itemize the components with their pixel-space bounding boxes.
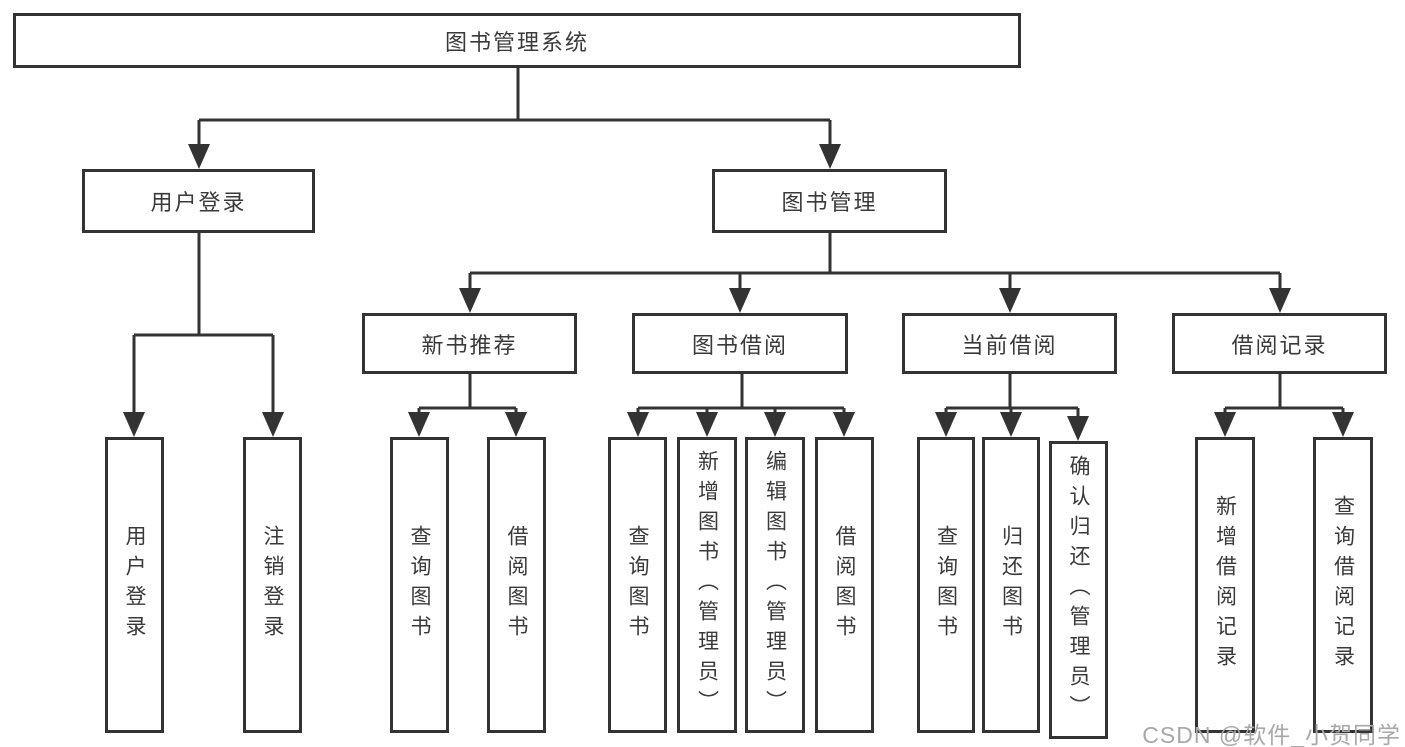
arrowhead [1000, 412, 1022, 437]
arrowhead [1332, 412, 1354, 437]
node-leaf-query-borrow-record: 查询借阅记录 [1313, 437, 1373, 733]
arrowhead [935, 412, 957, 437]
node-leaf-borrow-books: 借阅图书 [815, 437, 874, 733]
node-library-management-system: 图书管理系统 [13, 13, 1021, 68]
node-current-borrowing: 当前借阅 [902, 313, 1117, 374]
node-book-borrowing: 图书借阅 [632, 313, 848, 374]
arrowhead [459, 288, 481, 313]
arrowhead [627, 412, 649, 437]
arrowhead [999, 288, 1021, 313]
node-leaf-query-books-borrow: 查询图书 [608, 437, 667, 733]
arrowhead [1269, 288, 1291, 313]
arrowhead [764, 412, 786, 437]
tree-edges [132, 68, 1345, 419]
node-leaf-return-books: 归还图书 [982, 437, 1040, 733]
arrowhead [505, 412, 527, 437]
arrowhead [833, 412, 855, 437]
arrowhead [1214, 412, 1236, 437]
arrowhead [819, 144, 841, 169]
node-book-management: 图书管理 [712, 169, 947, 233]
arrowhead [123, 412, 145, 437]
arrowhead [1067, 416, 1089, 441]
node-borrowing-records: 借阅记录 [1172, 313, 1387, 374]
node-leaf-query-books-current: 查询图书 [917, 437, 975, 733]
node-leaf-logout: 注销登录 [243, 437, 302, 733]
arrowhead [408, 412, 430, 437]
node-leaf-borrow-books-rec: 借阅图书 [487, 437, 546, 733]
arrowhead [729, 288, 751, 313]
node-new-book-recommendation: 新书推荐 [362, 313, 577, 374]
node-leaf-user-login: 用户登录 [105, 437, 164, 733]
arrowhead [696, 412, 718, 437]
node-leaf-edit-books-admin: 编辑图书（管理员） [745, 437, 805, 733]
node-leaf-add-borrow-record: 新增借阅记录 [1195, 437, 1255, 733]
arrowhead [188, 144, 210, 169]
node-user-login: 用户登录 [82, 169, 315, 233]
node-leaf-add-books-admin: 新增图书（管理员） [677, 437, 737, 733]
node-leaf-confirm-return-admin: 确认归还（管理员） [1049, 441, 1108, 739]
node-leaf-query-books-rec: 查询图书 [390, 437, 449, 733]
arrowheads [123, 144, 1354, 441]
arrowhead [262, 412, 284, 437]
